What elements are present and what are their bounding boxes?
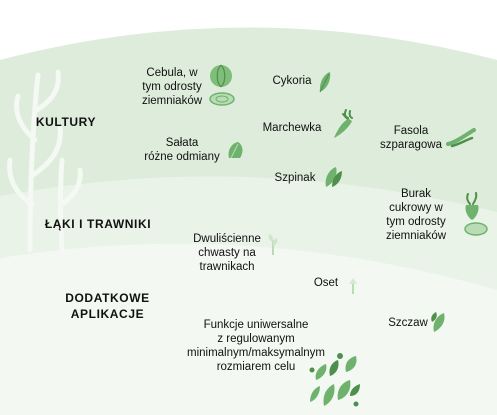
label-oset: Oset xyxy=(313,277,339,289)
chicory-leaf-icon xyxy=(319,72,331,93)
sugar-beet-icon xyxy=(464,192,488,236)
weed-sprout-icon xyxy=(268,234,278,255)
green-bean-icon xyxy=(446,128,476,148)
label-chwasty: Dwuliścienne chwasty na trawnikach xyxy=(193,233,261,273)
label-salata: Sałata różne odmiany xyxy=(144,137,220,163)
label-funkcje: Funkcje uniwersalne z regulowanym minima… xyxy=(186,319,326,373)
plant-silhouette-icon xyxy=(7,69,83,253)
spinach-icon xyxy=(325,167,342,187)
label-cykoria: Cykoria xyxy=(272,75,312,87)
label-cebula: Cebula, w tym odrosty ziemniaków xyxy=(141,67,203,107)
label-fasola: Fasola szparagowa xyxy=(379,125,442,151)
thistle-icon xyxy=(349,278,357,294)
lettuce-icon xyxy=(228,142,243,159)
mixed-weeds-icon xyxy=(309,353,360,407)
label-marchewka: Marchewka xyxy=(262,122,322,134)
category-laki-i-trawniki: ŁĄKI I TRAWNIKI xyxy=(44,217,152,231)
sorrel-icon xyxy=(431,312,445,332)
category-dodatkowe-aplikacje: DODATKOWE APLIKACJE xyxy=(65,291,150,321)
label-burak: Burak cukrowy w tym odrosty ziemniaków xyxy=(385,188,447,242)
band-dodatkowe xyxy=(0,243,497,415)
category-kultury: KULTURY xyxy=(35,115,97,129)
carrot-icon xyxy=(334,109,353,138)
label-szczaw: Szczaw xyxy=(388,317,428,329)
onion-icon xyxy=(209,64,235,106)
label-szpinak: Szpinak xyxy=(274,172,316,184)
